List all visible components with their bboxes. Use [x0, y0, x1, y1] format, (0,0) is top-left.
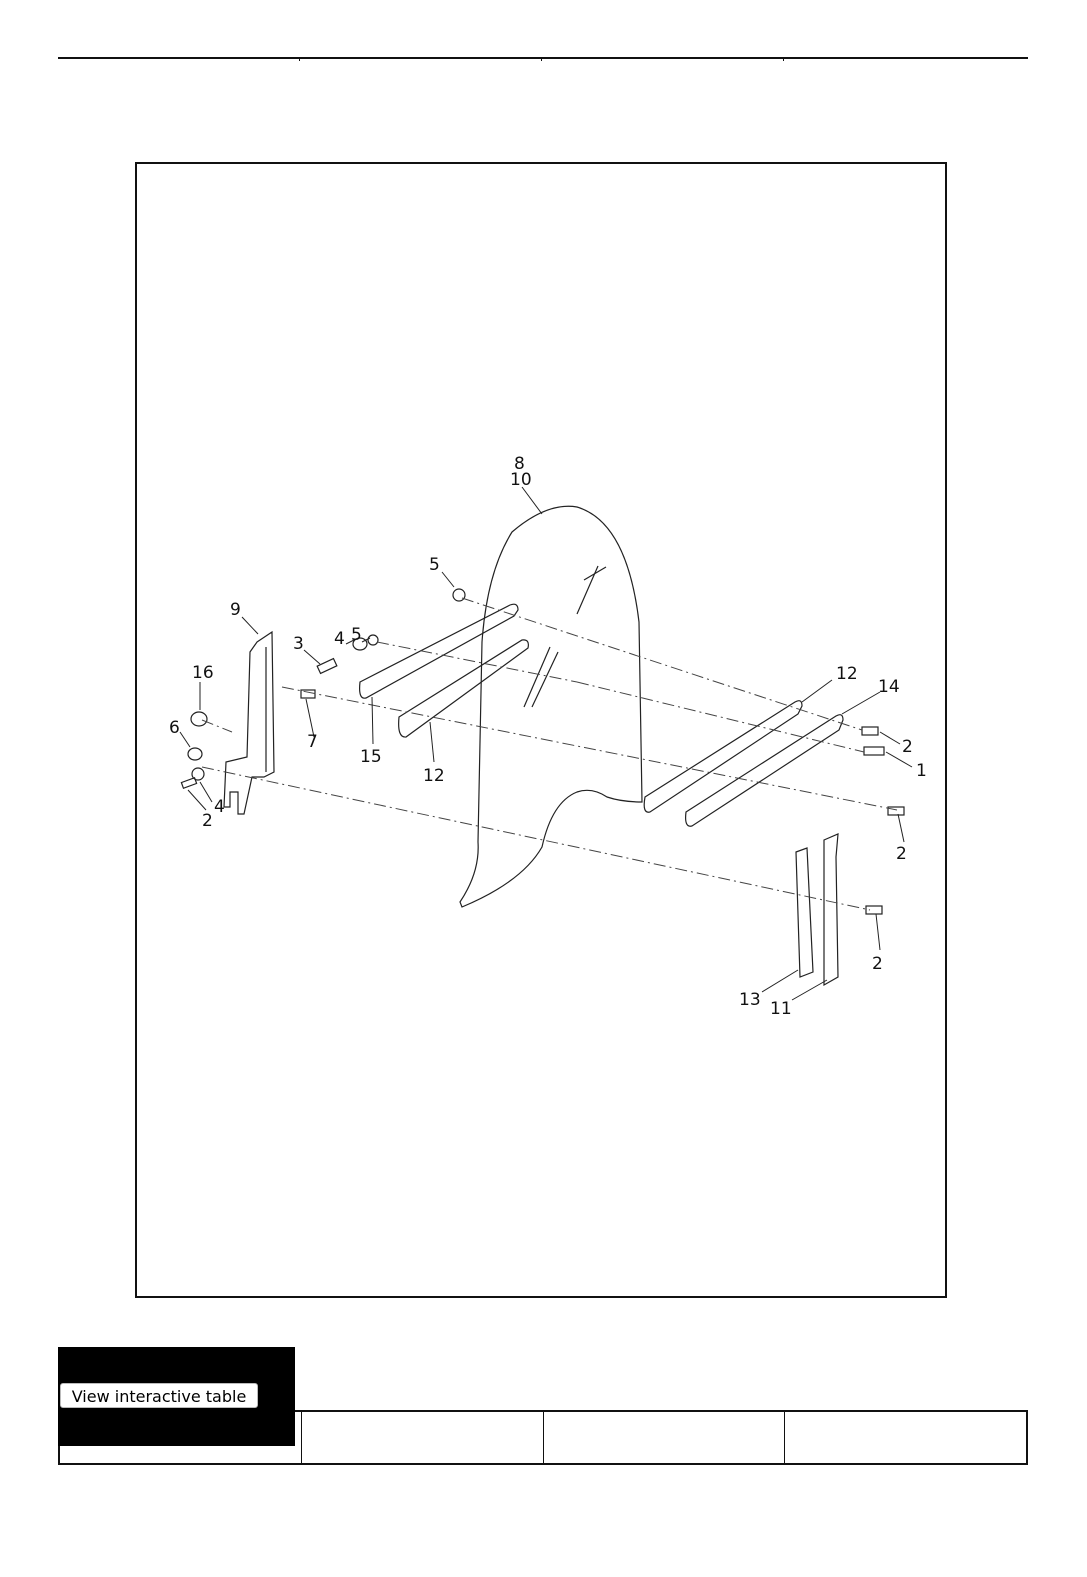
table-cell — [784, 1412, 1026, 1463]
callout-15: 15 — [360, 747, 382, 767]
callout-1: 1 — [916, 761, 927, 781]
callout-6: 6 — [169, 718, 180, 738]
callout-10: 10 — [510, 470, 532, 490]
strap-13 — [795, 847, 814, 978]
callout-3: 3 — [293, 634, 304, 654]
callout-2-right-bottom: 2 — [872, 954, 883, 974]
windshield — [459, 505, 643, 908]
callout-5-mid: 5 — [351, 625, 362, 645]
callout-2-left: 2 — [202, 811, 213, 831]
callout-9: 9 — [230, 600, 241, 620]
parts-diagram: 8 10 5 9 3 4 5 16 7 6 15 12 4 2 12 14 2 … — [135, 162, 947, 1298]
callout-12-left: 12 — [423, 766, 445, 786]
strap-12-right — [643, 700, 803, 813]
left-bracket — [223, 630, 275, 815]
table-cell — [542, 1412, 785, 1463]
callout-12-right: 12 — [836, 664, 858, 684]
callout-11: 11 — [770, 999, 792, 1019]
strap-11 — [823, 833, 839, 987]
callout-13: 13 — [739, 990, 761, 1010]
callout-7: 7 — [307, 732, 318, 752]
strap-15 — [359, 603, 519, 699]
callout-2-right-mid: 2 — [896, 844, 907, 864]
callout-16: 16 — [192, 663, 214, 683]
callout-2-right-top: 2 — [902, 737, 913, 757]
callout-4-bottom: 4 — [214, 797, 225, 817]
strap-14 — [685, 714, 844, 827]
callout-14: 14 — [878, 677, 900, 697]
table-cell — [300, 1412, 543, 1463]
callout-5-top: 5 — [429, 555, 440, 575]
top-rule — [58, 57, 1028, 61]
view-interactive-table-button[interactable]: View interactive table — [60, 1383, 258, 1408]
callout-4-top: 4 — [334, 629, 345, 649]
strap-12-left — [398, 639, 529, 738]
callout-8: 8 — [514, 454, 525, 474]
